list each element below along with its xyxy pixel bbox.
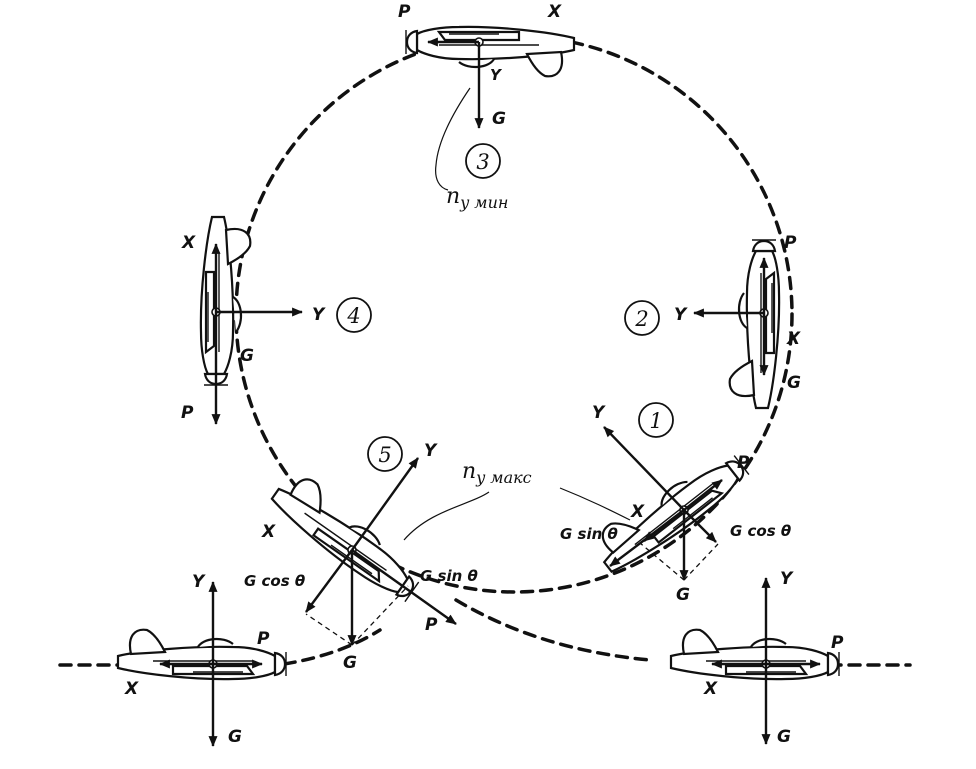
plane-position-5: Y X P G G cos θ G sin θ 5 [244,436,478,673]
label-right-P: P [831,633,844,653]
label-5-Gcos: G cos θ [244,572,305,590]
label-4-Y: Y [312,305,326,325]
position-number-3: 3 [476,150,489,174]
label-1-Gcos: G cos θ [730,522,791,540]
label-right-G: G [777,727,791,747]
position-marker-1 [638,402,674,438]
label-5-Gsin: G sin θ [420,567,478,585]
label-5-Y: Y [424,441,438,461]
position-number-4: 4 [346,304,360,328]
label-5-G: G [343,653,357,673]
label-right-Y: Y [780,569,794,589]
plane-level-left: Y G P X [116,572,288,747]
plane-position-2: Y P X G 2 [624,233,801,410]
label-2-G: G [787,373,801,393]
position-marker-2 [624,300,660,336]
label-2-X: X [786,329,801,349]
position-marker-4 [336,297,372,333]
position-number-1: 1 [649,409,662,433]
load-factor-max-label: ny макс [462,459,532,487]
plane-position-3: P X Y G 3 ny мин [398,2,576,212]
label-1-Gsin: G sin θ [560,525,618,543]
plane-level-right: Y G P X [669,569,844,747]
label-left-P: P [257,629,270,649]
label-1-P: P [737,453,750,473]
load-factor-max-group: ny макс [403,459,631,541]
label-1-X: X [630,502,645,522]
plane-position-4: Y X G P 4 [181,215,372,425]
label-5-X: X [261,522,276,542]
label-2-P: P [784,233,797,253]
label-3-G: G [492,109,506,129]
position-marker-3 [465,143,501,179]
plane-position-1: Y P X G G sin θ G cos θ 1 [560,402,791,605]
label-left-X: X [124,679,139,699]
label-4-P: P [181,403,194,423]
label-left-Y: Y [192,572,206,592]
position-number-2: 2 [634,307,648,331]
label-5-P: P [425,615,438,635]
label-3-P: P [398,2,411,22]
load-factor-min-label: ny мин [446,184,508,212]
label-4-X: X [181,233,196,253]
label-right-X: X [703,679,718,699]
label-left-G: G [228,727,242,747]
position-number-5: 5 [378,443,391,467]
label-1-G: G [676,585,690,605]
label-4-G: G [240,346,254,366]
label-2-Y: Y [674,305,688,325]
position-marker-5 [367,436,403,472]
label-3-X: X [547,2,562,22]
label-1-Y: Y [592,403,606,423]
label-3-Y: Y [490,66,503,84]
